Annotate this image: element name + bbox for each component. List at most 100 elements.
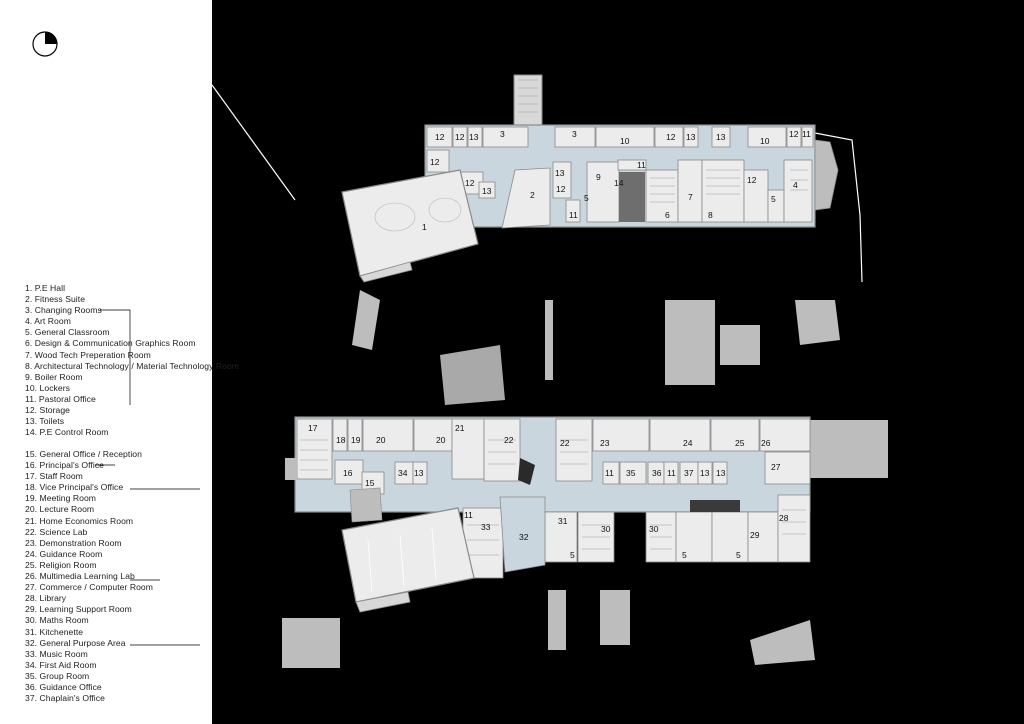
lower-label-10: 25 [735, 438, 745, 448]
lower-label-2: 19 [351, 435, 361, 445]
legend-item: 24. Guidance Room [25, 548, 103, 559]
lower-label-22: 13 [716, 468, 726, 478]
upper-label-27: 4 [793, 180, 798, 190]
upper-label-12: 12 [430, 157, 440, 167]
lower-label-12: 16 [343, 468, 353, 478]
legend-item: 8. Architectural Technology / Material T… [25, 360, 239, 371]
legend-item: 20. Lecture Room [25, 504, 95, 515]
lower-label-18: 36 [652, 468, 662, 478]
upper-label-21: 5 [584, 193, 589, 203]
legend-item: 21. Home Economics Room [25, 515, 134, 526]
legend-item: 33. Music Room [25, 648, 88, 659]
legend-item: 14. P.E Control Room [25, 427, 109, 438]
north-arrow-icon [32, 31, 58, 57]
upper-label-15: 2 [530, 190, 535, 200]
lower-label-26: 32 [519, 532, 529, 542]
upper-label-22: 6 [665, 210, 670, 220]
legend-item: 3. Changing Rooms [25, 305, 102, 316]
lower-label-16: 11 [605, 468, 614, 478]
lower-label-33: 28 [779, 513, 789, 523]
lower-site-terrain [282, 590, 815, 668]
legend-item: 12. Storage [25, 405, 70, 416]
legend-item: 16. Principal's Office [25, 460, 105, 471]
lower-label-15: 13 [414, 468, 424, 478]
upper-label-7: 13 [716, 132, 726, 142]
upper-label-5: 12 [666, 132, 676, 142]
legend-item: 18. Vice Principal's Office [25, 482, 124, 493]
lower-label-1: 18 [336, 435, 346, 445]
legend-item: 2. Fitness Suite [25, 294, 86, 305]
upper-label-26: 5 [771, 194, 776, 204]
upper-floor-plan: 12 12 13 3 3 12 13 13 12 11 10 10 12 12 … [341, 74, 839, 283]
legend-item: 36. Guidance Office [25, 681, 102, 692]
upper-label-28: 1 [422, 222, 427, 232]
legend-item: 23. Demonstration Room [25, 537, 122, 548]
upper-label-11: 10 [760, 136, 770, 146]
site-terrain [352, 290, 840, 405]
legend-item: 10. Lockers [25, 382, 70, 393]
upper-label-24: 8 [708, 210, 713, 220]
lower-label-23: 27 [771, 462, 781, 472]
lower-label-9: 24 [683, 438, 693, 448]
legend-item: 37. Chaplain's Office [25, 693, 105, 704]
lower-label-0: 17 [308, 423, 318, 433]
legend-item: 34. First Aid Room [25, 659, 97, 670]
lower-floor-plan: 17 18 19 20 20 21 22 22 23 24 25 26 16 1… [285, 416, 888, 613]
legend-item: 4. Art Room [25, 316, 71, 327]
lower-label-32: 5 [736, 550, 741, 560]
legend-item: 13. Toilets [25, 416, 65, 427]
lower-label-20: 37 [684, 468, 694, 478]
legend-item: 9. Boiler Room [25, 371, 83, 382]
upper-label-18: 11 [637, 160, 646, 170]
upper-label-2: 13 [469, 132, 479, 142]
legend-item: 28. Library [25, 593, 67, 604]
legend-item: 29. Learning Support Room [25, 604, 132, 615]
legend-item: 25. Religion Room [25, 559, 97, 570]
site-boundary [211, 84, 863, 283]
lower-label-17: 35 [626, 468, 636, 478]
upper-label-1: 12 [455, 132, 465, 142]
legend-item: 11. Pastoral Office [25, 393, 96, 404]
upper-label-6: 13 [686, 132, 696, 142]
lower-label-30: 5 [570, 550, 575, 560]
legend-item: 31. Kitchenette [25, 626, 84, 637]
upper-label-14: 13 [482, 186, 492, 196]
upper-label-8: 12 [789, 129, 799, 139]
lower-label-11: 26 [761, 438, 771, 448]
upper-label-4: 3 [572, 129, 577, 139]
legend-item: 27. Commerce / Computer Room [25, 582, 153, 593]
lower-label-29: 30 [649, 524, 659, 534]
upper-label-10: 10 [620, 136, 630, 146]
lower-label-27: 31 [558, 516, 568, 526]
legend-item: 6. Design & Communication Graphics Room [25, 338, 196, 349]
lower-label-8: 23 [600, 438, 610, 448]
legend-item: 15. General Office / Reception [25, 449, 142, 459]
upper-label-20: 14 [614, 178, 624, 188]
legend-item: 19. Meeting Room [25, 493, 97, 504]
legend-item: 35. Group Room [25, 670, 90, 681]
legend-item: 30. Maths Room [25, 615, 89, 626]
legend-item: 5. General Classroom [25, 327, 110, 338]
lower-label-6: 22 [504, 435, 514, 445]
upper-label-0: 12 [435, 132, 445, 142]
upper-label-9: 11 [802, 129, 811, 139]
lower-label-4: 20 [436, 435, 446, 445]
lower-label-21: 13 [700, 468, 710, 478]
lower-label-7: 22 [560, 438, 570, 448]
upper-label-25: 12 [747, 175, 757, 185]
legend-item: 7. Wood Tech Preperation Room [25, 349, 151, 360]
legend-item: 17. Staff Room [25, 471, 83, 482]
legend-item: 22. Science Lab [25, 526, 88, 537]
lower-label-24: 11 [464, 510, 473, 520]
legend-item: 1. P.E Hall [25, 283, 66, 293]
lower-label-5: 21 [455, 423, 465, 433]
upper-label-13: 12 [465, 178, 475, 188]
legend-item: 26. Multimedia Learning Lab [25, 571, 135, 582]
upper-label-16: 13 [555, 168, 565, 178]
upper-label-17: 12 [556, 184, 566, 194]
lower-label-3: 20 [376, 435, 386, 445]
